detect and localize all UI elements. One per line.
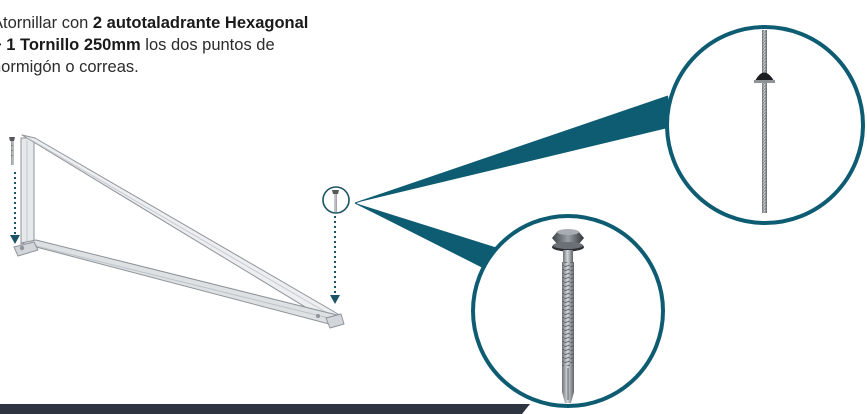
long-screw-icon [754,30,775,213]
instruction-text-part-3: los dos puntos de [140,36,275,54]
triangular-frame [13,134,345,329]
bottom-bar [0,404,530,414]
instruction-text-part-4: hormigón o correas. [0,58,139,76]
frame-bolt-left [19,245,25,251]
instruction-text: Atornillar con 2 autotaladrante Hexagona… [0,12,392,78]
frame-bolt-right [316,314,320,318]
dotted-arrow-right-icon [330,216,340,304]
instruction-text-part-1: Atornillar con [0,14,93,32]
dotted-arrow-left-icon [10,172,20,244]
instruction-bold-long-screw: + 1 Tornillo 250mm [0,36,141,54]
instruction-bold-quantity: 2 autotaladrante Hexagonal [92,14,309,32]
small-screw-left-icon [9,137,15,165]
callout-beam-lower [355,203,520,268]
small-screw-highlight-icon [332,190,339,212]
hex-self-drilling-screw-icon [552,229,584,403]
